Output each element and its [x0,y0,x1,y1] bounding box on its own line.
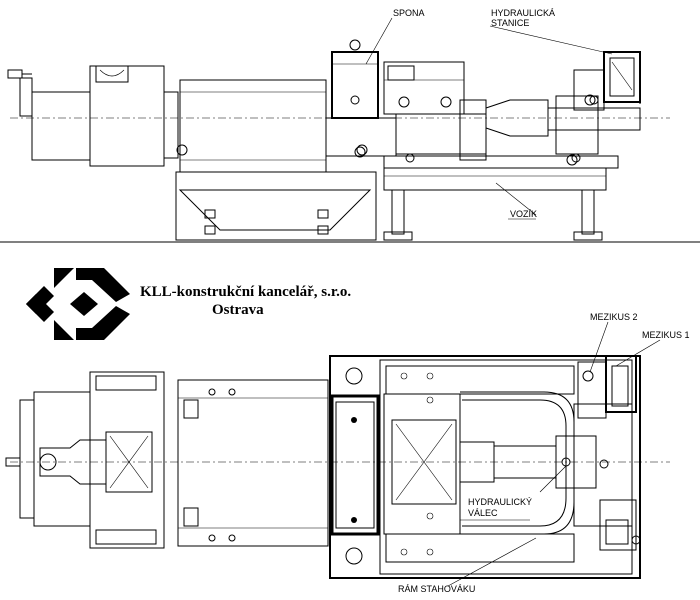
company-name: KLL-konstrukční kancelář, s.r.o. [140,284,351,300]
company-city: Ostrava [212,302,264,318]
label-spona: SPONA [393,8,425,18]
label-ram-stahovaku: RÁM STAHOVÁKU [398,584,475,594]
side-elevation-view [0,17,700,243]
label-vozik: VOZÍK [510,209,537,219]
label-hydraulic-station-line2: STANICE [491,18,529,28]
label-hydraulic-cylinder-line1: HYDRAULICKÝ [468,497,532,507]
plan-view [5,321,670,587]
kll-logo-icon [26,268,130,340]
label-mezikus-1: MEZIKUS 1 [642,330,690,340]
label-hydraulic-cylinder-line2: VÁLEC [468,508,498,518]
label-mezikus-2: MEZIKUS 2 [590,312,638,322]
label-hydraulic-station-line1: HYDRAULICKÁ [491,8,555,18]
